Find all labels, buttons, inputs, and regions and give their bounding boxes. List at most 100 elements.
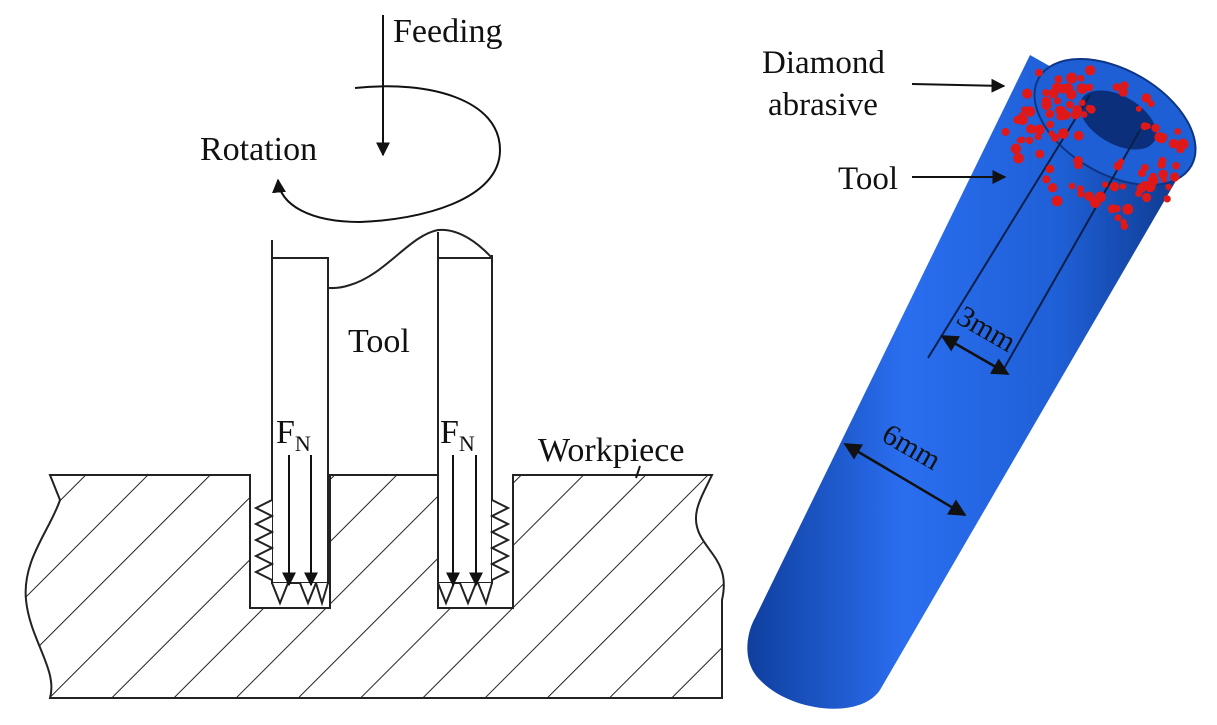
abrasive-particle	[1119, 183, 1127, 190]
abrasive-particle	[1076, 83, 1088, 94]
abrasive-particle	[1094, 191, 1106, 203]
abrasive-particle	[1084, 191, 1094, 201]
tool-label-right: Tool	[838, 161, 898, 197]
abrasive-particle	[1158, 156, 1167, 165]
abrasive-particle	[1051, 133, 1060, 142]
tool-label-left: Tool	[348, 323, 410, 360]
workpiece-label: Workpiece	[538, 432, 684, 469]
dimension-6mm-arrow	[843, 442, 967, 517]
abrasive-particle	[1054, 75, 1063, 84]
abrasive-particle	[1087, 105, 1096, 114]
abrasive-particle	[1120, 81, 1129, 90]
abrasive-particle	[1042, 175, 1051, 184]
abrasive-particle	[1174, 128, 1182, 135]
abrasive-particle	[1112, 83, 1121, 91]
abrasive-particle	[1022, 88, 1033, 99]
abrasive-particle	[1165, 183, 1172, 191]
abrasive-particle	[1080, 111, 1088, 118]
abrasive-particle	[1151, 123, 1160, 133]
abrasive-particle	[1034, 133, 1042, 141]
abrasive-particle	[1135, 189, 1143, 197]
right-render: Diamond abrasive Tool 3mm 6mm	[747, 45, 1197, 709]
abrasive-particle	[1073, 130, 1084, 141]
abrasive-particle	[1016, 137, 1024, 144]
abrasive-particle	[1142, 192, 1152, 203]
abrasive-particle	[1076, 185, 1084, 193]
rotation-arrow	[272, 85, 502, 224]
abrasive-teeth-left	[253, 499, 329, 607]
abrasive-particle	[1135, 105, 1142, 112]
workpiece-block	[24, 474, 725, 699]
rotation-label: Rotation	[200, 131, 317, 168]
abrasive-particle	[1051, 195, 1063, 207]
abrasive-particle	[1047, 183, 1058, 193]
workpiece-leader	[635, 465, 641, 479]
abrasive-particle	[1172, 162, 1180, 170]
tool-right-wall	[437, 257, 493, 584]
abrasive-particle	[1045, 164, 1055, 174]
abrasive-particle	[1144, 123, 1151, 130]
force-label-left: FN	[276, 414, 311, 456]
abrasive-particle	[1068, 182, 1076, 190]
abrasive-particle	[1109, 181, 1120, 192]
feeding-label: Feeding	[393, 13, 503, 50]
abrasive-particle	[1085, 65, 1096, 76]
abrasive-particle	[1170, 172, 1180, 182]
abrasive-particle	[1140, 181, 1149, 190]
abrasive-particle	[1056, 112, 1065, 121]
abrasive-particle	[1141, 93, 1152, 103]
dimension-3mm-arrow	[940, 334, 1010, 376]
abrasive-particle	[1137, 169, 1146, 177]
abrasive-particle	[1026, 124, 1036, 134]
force-label-right: FN	[440, 414, 475, 456]
force-arrows-right	[446, 455, 483, 587]
abrasive-particle	[1085, 83, 1094, 92]
abrasive-particle	[1045, 109, 1055, 119]
abrasive-label-line1: Diamond	[762, 45, 885, 81]
abrasive-particles	[1001, 65, 1189, 230]
abrasive-particle	[1051, 87, 1059, 94]
abrasive-particle	[1161, 176, 1168, 183]
abrasive-particle	[1101, 181, 1109, 188]
tool-tube	[747, 55, 1195, 709]
abrasive-particle	[1001, 127, 1010, 136]
abrasive-particle	[1126, 204, 1134, 212]
abrasive-particle	[1079, 99, 1086, 107]
abrasive-particle	[1154, 132, 1165, 143]
abrasive-particle	[1066, 72, 1078, 84]
abrasive-particle	[1072, 105, 1083, 116]
abrasive-particle	[1041, 96, 1052, 107]
abrasive-teeth-right	[437, 499, 511, 607]
abrasive-particle	[1025, 136, 1034, 145]
abrasive-particle	[1077, 74, 1085, 82]
abrasive-particle	[1177, 138, 1189, 150]
abrasive-particle	[1010, 143, 1022, 154]
left-schematic: FN FN Feeding Rotation Tool Workpiece	[24, 13, 725, 699]
abrasive-particle	[1066, 89, 1077, 100]
abrasive-particle	[1024, 106, 1036, 117]
abrasive-pointer	[911, 78, 1006, 93]
abrasive-particle	[1013, 152, 1024, 164]
abrasive-particle	[1107, 204, 1117, 214]
abrasive-particle	[1018, 112, 1026, 119]
abrasive-particle	[1168, 138, 1179, 149]
abrasive-particle	[1053, 97, 1062, 105]
abrasive-particle	[1034, 124, 1045, 136]
abrasive-particle	[1163, 195, 1171, 203]
abrasive-particle	[1066, 100, 1074, 109]
abrasive-particle	[1118, 87, 1128, 97]
abrasive-particle	[1058, 128, 1069, 139]
abrasive-particle	[1158, 169, 1168, 180]
abrasive-particle	[1120, 219, 1127, 226]
abrasive-particle	[1042, 89, 1050, 97]
abrasive-label-line2: abrasive	[768, 87, 878, 123]
abrasive-particle	[1035, 149, 1045, 159]
abrasive-particle	[1113, 161, 1123, 171]
abrasive-particle	[1147, 174, 1159, 186]
abrasive-particle	[1077, 190, 1085, 198]
abrasive-particle	[1114, 214, 1122, 222]
abrasive-particle	[1147, 100, 1155, 108]
abrasive-particle	[1035, 68, 1043, 77]
abrasive-particle	[1073, 156, 1083, 166]
